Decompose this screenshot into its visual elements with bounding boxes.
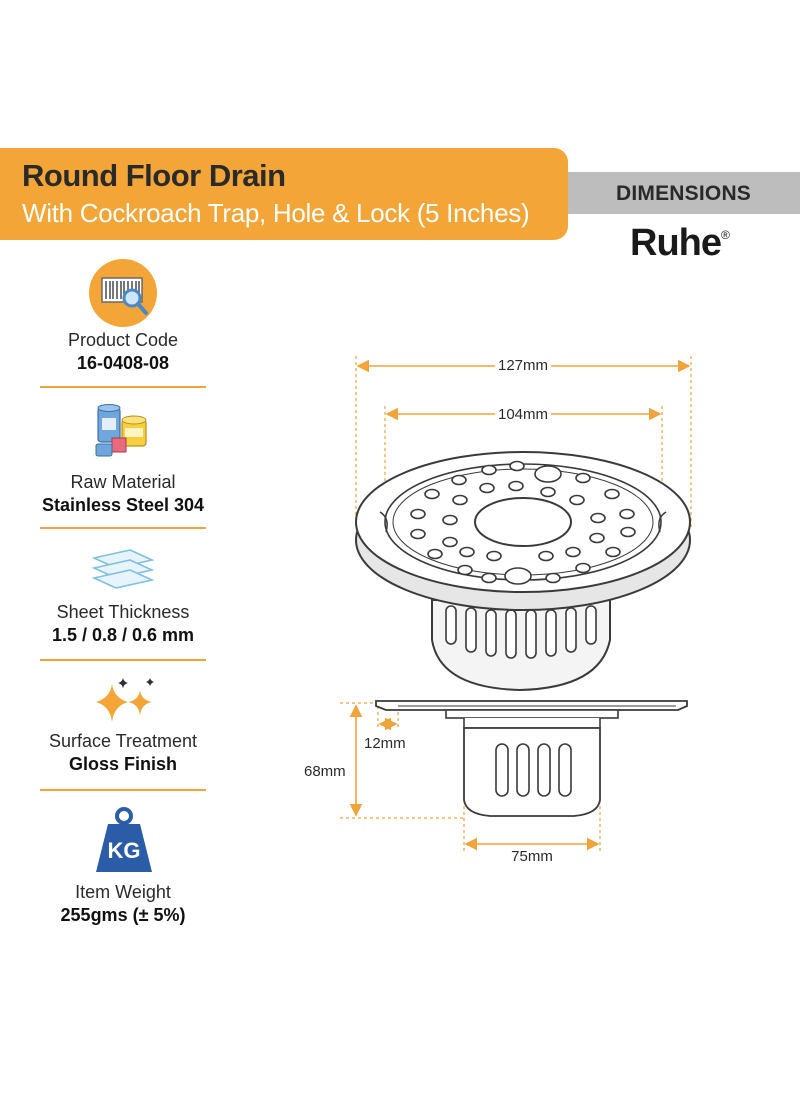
grate-top-view bbox=[355, 451, 691, 611]
sheets-icon bbox=[90, 546, 156, 601]
feature-value: Stainless Steel 304 bbox=[41, 495, 205, 515]
sparkle-icon bbox=[90, 676, 160, 731]
feature-value: 16-0408-08 bbox=[76, 353, 170, 373]
divider bbox=[40, 386, 206, 388]
registered-mark: ® bbox=[721, 228, 730, 242]
dim-inner-diameter: 104mm bbox=[498, 406, 548, 423]
barcode-icon bbox=[88, 258, 158, 333]
feature-item-weight: Item Weight 255gms (± 5%) bbox=[40, 882, 206, 926]
product-subtitle: With Cockroach Trap, Hole & Lock (5 Inch… bbox=[22, 198, 530, 228]
feature-value: 1.5 / 0.8 / 0.6 mm bbox=[51, 625, 195, 645]
feature-label: Product Code bbox=[67, 330, 179, 350]
weight-icon: KG bbox=[92, 806, 156, 881]
feature-label: Sheet Thickness bbox=[56, 602, 190, 622]
feature-label: Surface Treatment bbox=[48, 731, 198, 751]
weight-icon-text: KG bbox=[108, 838, 141, 863]
dim-outer-diameter: 127mm bbox=[498, 357, 548, 374]
feature-raw-material: Raw Material Stainless Steel 304 bbox=[40, 472, 206, 516]
dimensions-tab-label: DIMENSIONS bbox=[616, 182, 752, 205]
dimensions-tab: DIMENSIONS bbox=[568, 172, 800, 214]
feature-value: Gloss Finish bbox=[68, 754, 178, 774]
divider bbox=[40, 789, 206, 791]
product-title: Round Floor Drain bbox=[22, 158, 286, 193]
dim-rim-depth: 12mm bbox=[364, 735, 406, 752]
feature-surface-treatment: Surface Treatment Gloss Finish bbox=[40, 731, 206, 775]
feature-sheet-thickness: Sheet Thickness 1.5 / 0.8 / 0.6 mm bbox=[40, 602, 206, 646]
feature-label: Item Weight bbox=[75, 882, 171, 902]
title-banner: Round Floor Drain With Cockroach Trap, H… bbox=[0, 148, 568, 240]
brand-name: Ruhe bbox=[630, 222, 722, 264]
dimension-lines bbox=[349, 359, 691, 851]
feature-product-code: Product Code 16-0408-08 bbox=[40, 330, 206, 374]
feature-value: 255gms (± 5%) bbox=[60, 905, 186, 925]
divider bbox=[40, 527, 206, 529]
dim-trap-diameter: 75mm bbox=[511, 848, 553, 865]
brand-logo: Ruhe® bbox=[630, 222, 730, 265]
trap-body-top-view bbox=[431, 599, 611, 692]
divider bbox=[40, 659, 206, 661]
material-cans-icon bbox=[92, 400, 156, 469]
dim-height: 68mm bbox=[304, 763, 346, 780]
feature-label: Raw Material bbox=[70, 472, 176, 492]
drain-side-view bbox=[375, 700, 688, 817]
